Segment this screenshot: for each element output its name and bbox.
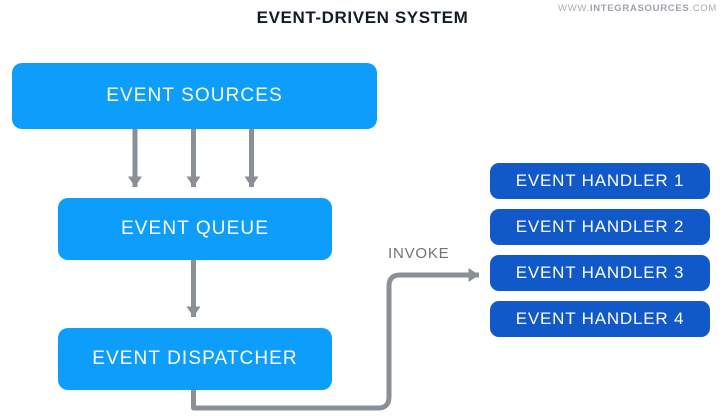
watermark-suffix: .COM <box>689 3 717 14</box>
edge-label-invoke: INVOKE <box>388 245 450 262</box>
node-event-sources[interactable]: EVENT SOURCES <box>12 63 377 129</box>
node-event-queue[interactable]: EVENT QUEUE <box>58 198 332 260</box>
node-event-handler-1[interactable]: EVENT HANDLER 1 <box>490 163 710 199</box>
node-event-handler-3[interactable]: EVENT HANDLER 3 <box>490 255 710 291</box>
page-title: EVENT-DRIVEN SYSTEM <box>256 8 469 27</box>
watermark-brand: INTEGRASOURCES <box>589 3 690 14</box>
node-event-dispatcher[interactable]: EVENT DISPATCHER <box>58 328 332 390</box>
node-event-handler-4[interactable]: EVENT HANDLER 4 <box>490 301 710 337</box>
watermark: WWW.INTEGRASOURCES.COM <box>558 3 717 14</box>
arrow-dispatcher-to-handler-3 <box>191 268 479 411</box>
node-event-handler-2[interactable]: EVENT HANDLER 2 <box>490 209 710 245</box>
watermark-prefix: WWW. <box>558 3 590 14</box>
